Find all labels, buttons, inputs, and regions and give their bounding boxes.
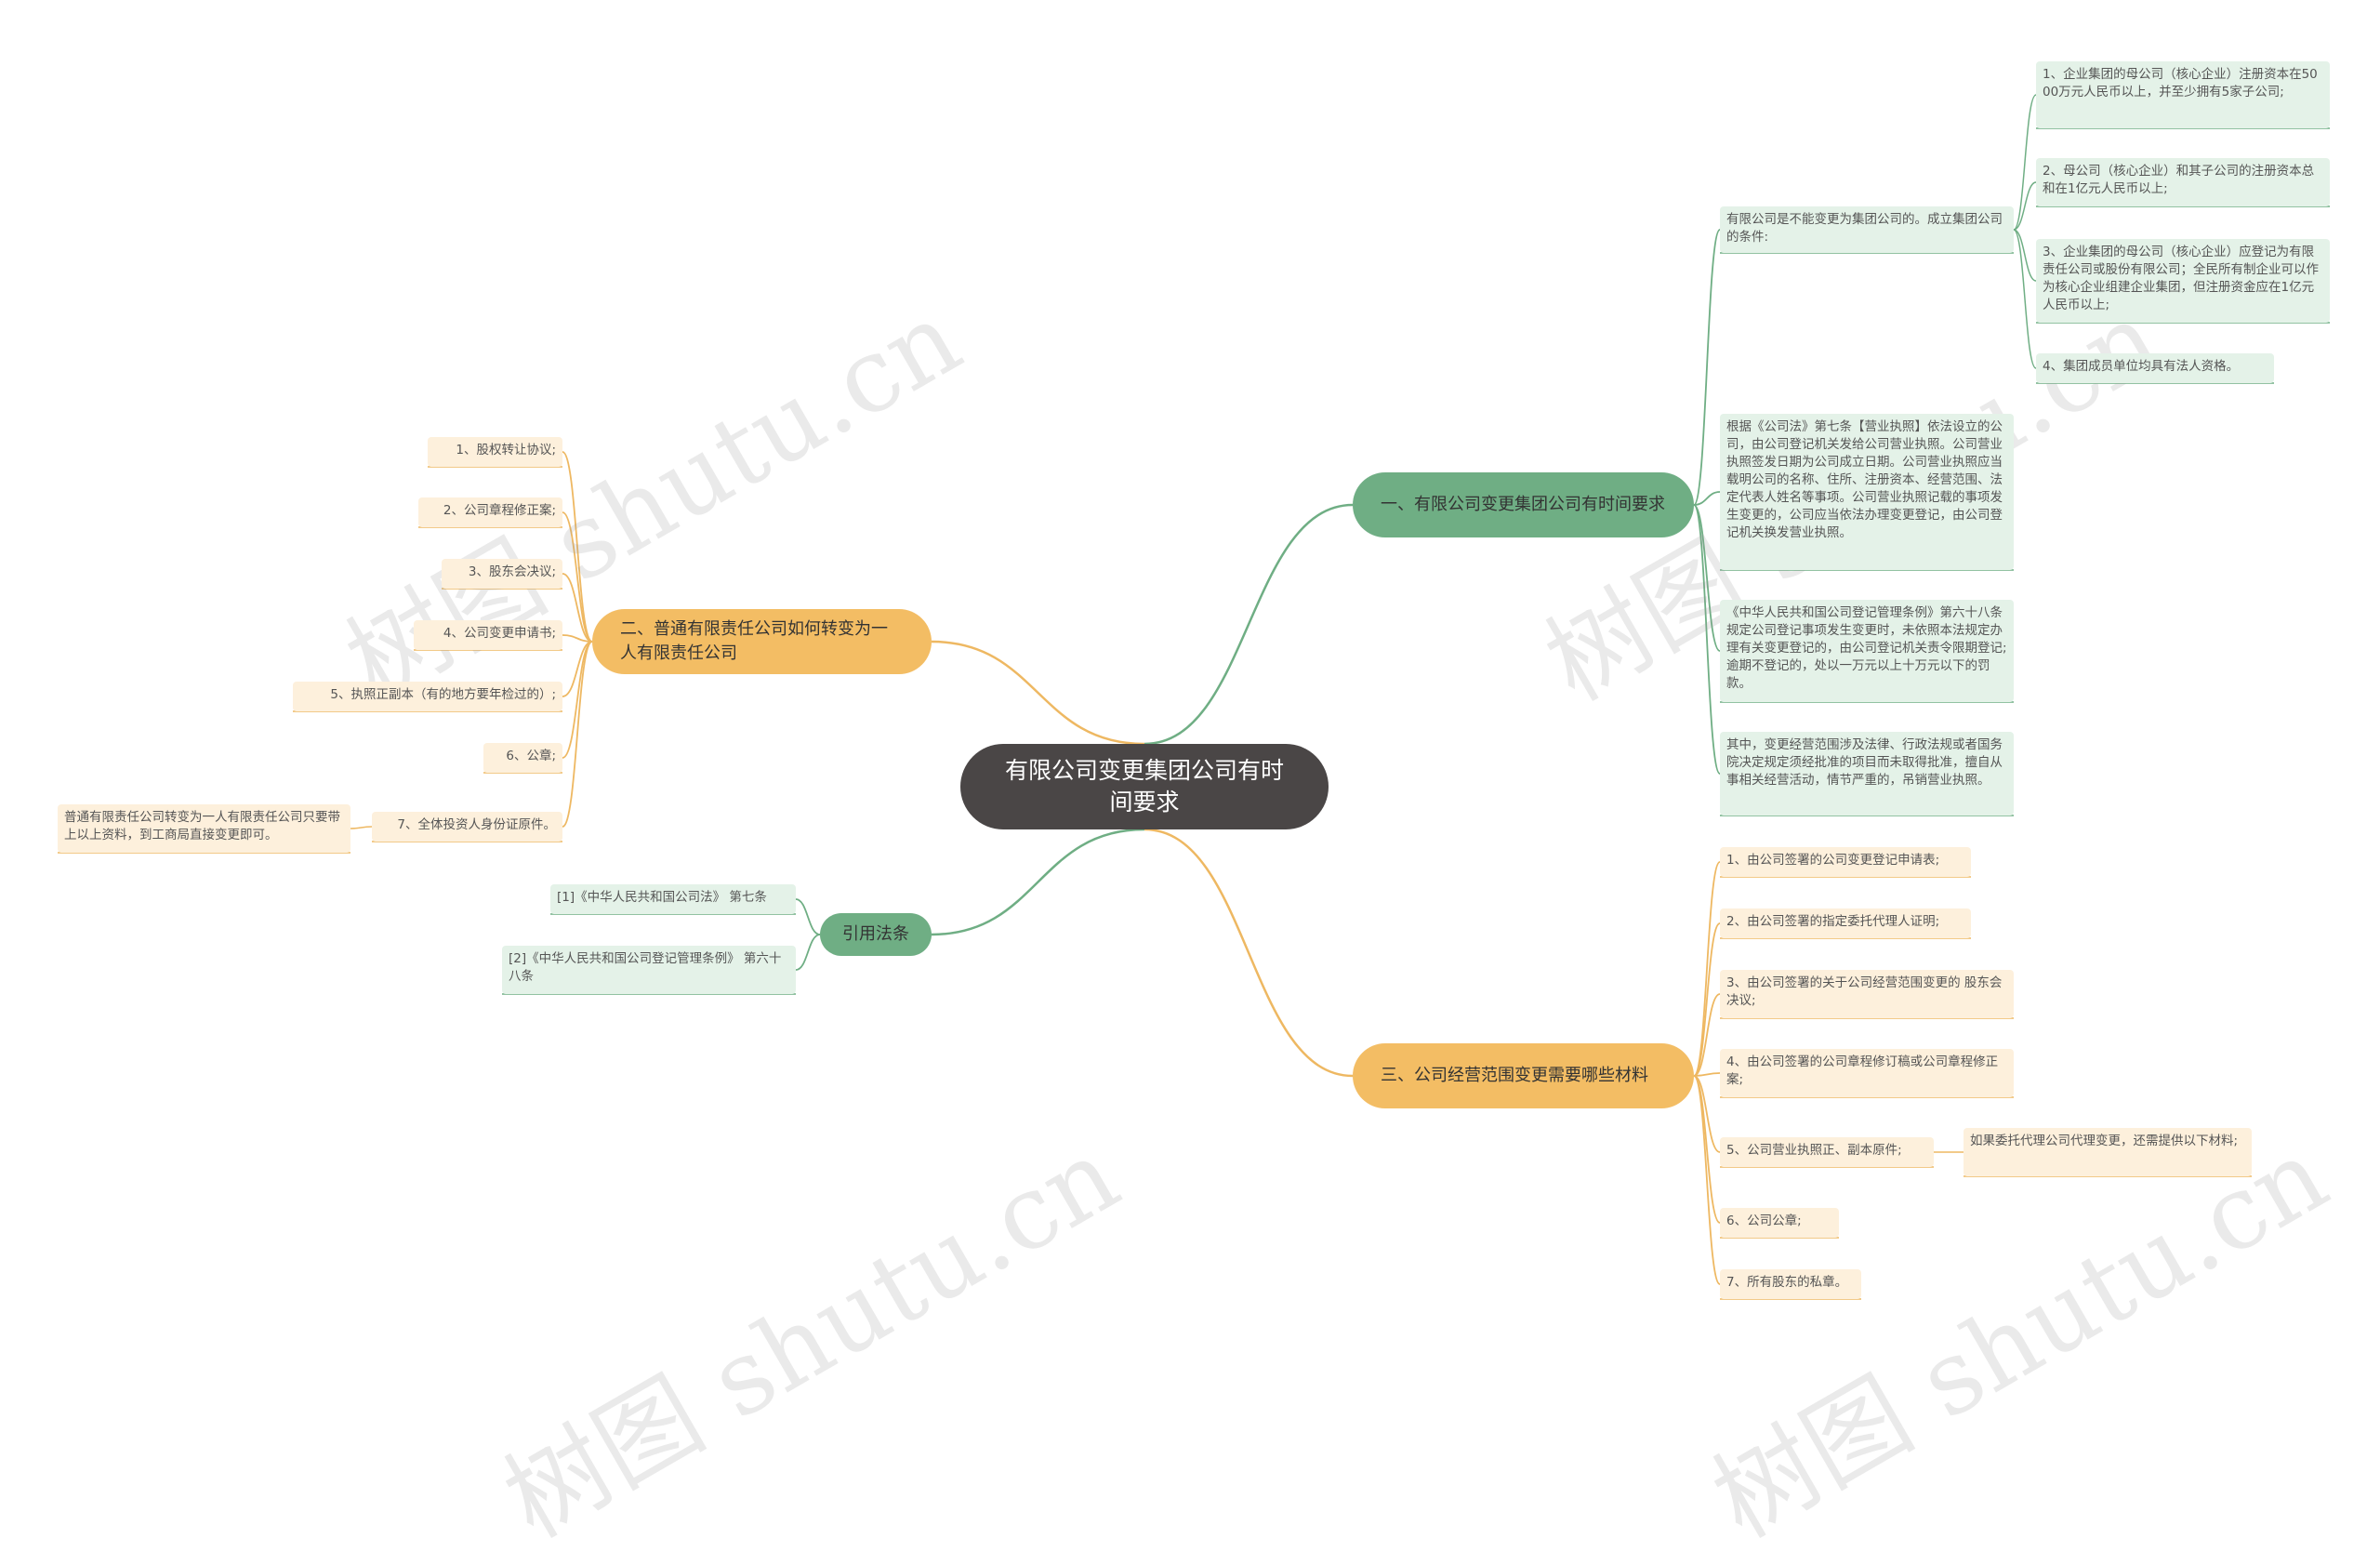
leaf-agent-note[interactable]: 如果委托代理公司代理变更，还需提供以下材料;	[1964, 1128, 2252, 1176]
leaf-license-original-copy[interactable]: 5、执照正副本（有的地方要年检过的）;	[293, 682, 562, 711]
leaf-material-5[interactable]: 5、公司营业执照正、副本原件;	[1720, 1137, 1934, 1167]
leaf-business-scope-penalty[interactable]: 其中，变更经营范围涉及法律、行政法规或者国务院决定规定须经批准的项目而未取得批准…	[1720, 732, 2014, 816]
connector-line	[562, 573, 593, 643]
branch-cited-laws[interactable]: 引用法条	[820, 913, 932, 956]
branch-convert-one-person-company[interactable]: 二、普通有限责任公司如何转变为一人有限责任公司	[592, 609, 932, 674]
leaf-condition-4[interactable]: 4、集团成员单位均具有法人资格。	[2036, 353, 2274, 383]
connector-line	[1693, 861, 1721, 1077]
leaf-articles-amendment[interactable]: 2、公司章程修正案;	[418, 497, 562, 527]
leaf-company-law-article-7[interactable]: 根据《公司法》第七条【营业执照】依法设立的公司，由公司登记机关发给公司营业执照。…	[1720, 414, 2014, 570]
connector-line	[1693, 922, 1721, 1077]
leaf-condition-2[interactable]: 2、母公司（核心企业）和其子公司的注册资本总和在1亿元人民币以上;	[2036, 158, 2330, 206]
leaf-material-1[interactable]: 1、由公司签署的公司变更登记申请表;	[1720, 847, 1971, 877]
connector-line	[1693, 1075, 1721, 1285]
leaf-official-seal[interactable]: 6、公章;	[483, 743, 562, 773]
connector-line	[931, 640, 1145, 746]
leaf-condition-1[interactable]: 1、企业集团的母公司（核心企业）注册资本在5000万元人民币以上，并至少拥有5家…	[2036, 61, 2330, 128]
connector-line	[2013, 229, 2037, 282]
connector-line	[562, 641, 593, 697]
connector-line	[562, 634, 593, 643]
connector-line	[1693, 504, 1721, 775]
leaf-shareholder-resolution[interactable]: 3、股东会决议;	[442, 559, 562, 589]
leaf-investor-id-originals[interactable]: 7、全体投资人身份证原件。	[372, 812, 562, 842]
leaf-material-3[interactable]: 3、由公司签署的关于公司经营范围变更的 股东会决议;	[1720, 970, 2014, 1018]
leaf-material-6[interactable]: 6、公司公章;	[1720, 1208, 1839, 1238]
connector-line	[2013, 181, 2037, 231]
leaf-law-citation-2[interactable]: [2]《中华人民共和国公司登记管理条例》 第六十八条	[502, 946, 796, 994]
leaf-group-conditions[interactable]: 有限公司是不能变更为集团公司的。成立集团公司的条件:	[1720, 206, 2014, 253]
branch-business-scope-materials[interactable]: 三、公司经营范围变更需要哪些材料	[1353, 1043, 1694, 1108]
connector-line	[2013, 229, 2037, 369]
connector-line	[1693, 229, 1721, 506]
leaf-material-2[interactable]: 2、由公司签署的指定委托代理人证明;	[1720, 908, 1971, 938]
branch-change-time-requirement[interactable]: 一、有限公司变更集团公司有时间要求	[1353, 472, 1694, 537]
leaf-change-application[interactable]: 4、公司变更申请书;	[414, 620, 562, 650]
connector-line	[1693, 1072, 1721, 1077]
connector-line	[562, 511, 593, 643]
leaf-condition-3[interactable]: 3、企业集团的母公司（核心企业）应登记为有限责任公司或股份有限公司；全民所有制企…	[2036, 239, 2330, 323]
leaf-material-4[interactable]: 4、由公司签署的公司章程修订稿或公司章程修正案;	[1720, 1049, 2014, 1097]
connector-line	[562, 641, 593, 828]
leaf-law-citation-1[interactable]: [1]《中华人民共和国公司法》 第七条	[550, 884, 796, 914]
connector-line	[795, 898, 821, 935]
connector-line	[350, 826, 373, 829]
connector-line	[562, 451, 593, 643]
connector-line	[1144, 828, 1354, 1078]
connector-line	[1693, 1075, 1721, 1153]
leaf-material-7[interactable]: 7、所有股东的私章。	[1720, 1269, 1861, 1299]
connector-line	[1693, 491, 1721, 506]
root-topic[interactable]: 有限公司变更集团公司有时间要求	[960, 744, 1329, 829]
connector-line	[1144, 503, 1354, 746]
mindmap-canvas: 树图 shutu.cn 树图 shutu.cn 树图 shutu.cn 树图 s…	[58, 61, 2346, 1560]
connector-line	[2013, 94, 2037, 231]
leaf-equity-transfer-agreement[interactable]: 1、股权转让协议;	[428, 437, 562, 467]
leaf-registration-regulation-68[interactable]: 《中华人民共和国公司登记管理条例》第六十八条规定公司登记事项发生变更时，未依照本…	[1720, 600, 2014, 702]
connector-line	[1693, 993, 1721, 1077]
connector-line	[931, 828, 1145, 936]
connector-line	[795, 934, 821, 971]
connector-lines	[58, 94, 2330, 1300]
leaf-conversion-note[interactable]: 普通有限责任公司转变为一人有限责任公司只要带上以上资料，到工商局直接变更即可。	[58, 804, 350, 853]
connector-line	[1693, 504, 1721, 652]
